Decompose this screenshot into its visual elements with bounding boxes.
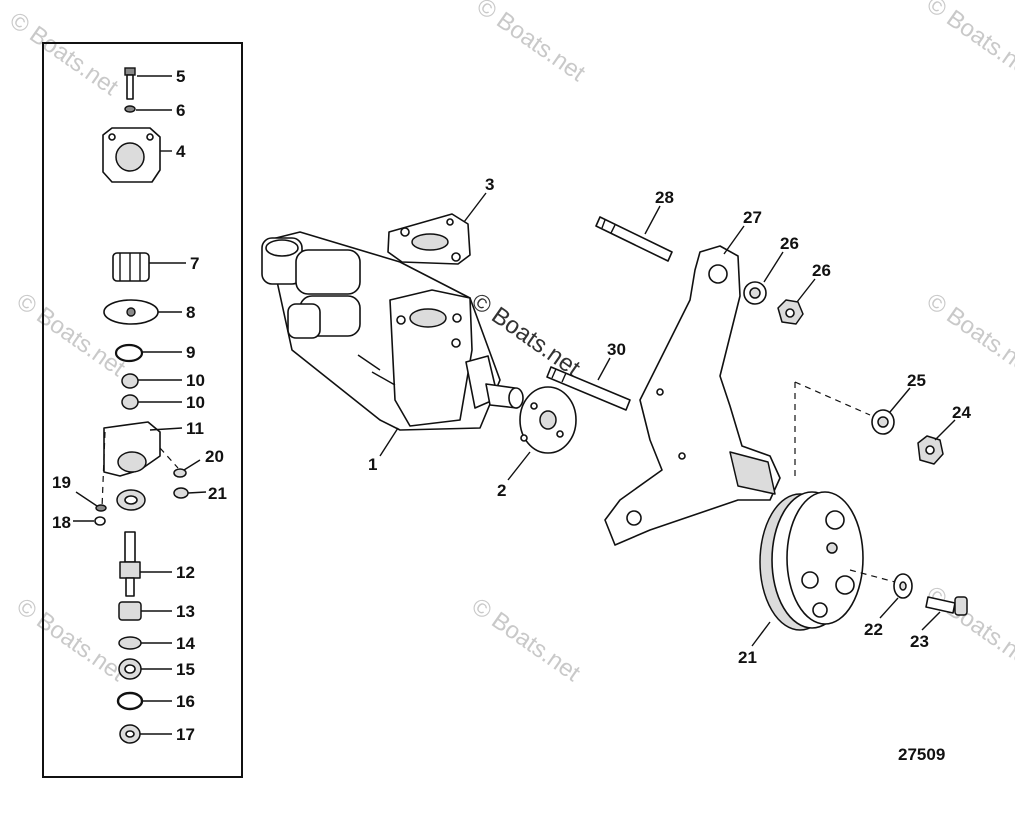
callout-4: 4 — [176, 142, 186, 161]
callout-13: 13 — [176, 602, 195, 621]
callout-14: 14 — [176, 634, 195, 653]
callout-30: 30 — [607, 340, 626, 359]
alignment-lines — [101, 381, 896, 583]
part-4-pump-cover — [102, 127, 161, 183]
part-23-washer — [893, 573, 913, 599]
part-25-nut — [917, 435, 944, 465]
callout-26a: 26 — [780, 234, 799, 253]
part-24-bolt — [925, 596, 968, 616]
exploded-view-frame — [42, 42, 243, 778]
callout-3: 3 — [485, 175, 494, 194]
callout-10b: 10 — [186, 393, 205, 412]
part-bearing — [116, 489, 146, 511]
part-16-retaining-ring — [116, 691, 144, 711]
callout-23: 22 — [864, 620, 883, 639]
callout-9: 9 — [186, 343, 195, 362]
part-6-washer — [124, 105, 136, 113]
part-21-nut — [173, 487, 189, 499]
part-8-wear-plate — [103, 299, 159, 325]
callout-28: 27 — [743, 208, 762, 227]
part-12-shaft — [119, 531, 141, 597]
part-11-pump-housing — [103, 421, 161, 477]
watermark: © Boats.net — [922, 581, 1015, 675]
part-19-washer — [95, 504, 107, 512]
part-14-washer — [118, 636, 142, 650]
part-5-screw — [124, 67, 136, 100]
callout-20: 20 — [205, 447, 224, 466]
part-1-seawater-pump — [261, 231, 524, 431]
callout-6: 6 — [176, 101, 185, 120]
part-29-stud — [595, 216, 673, 262]
callout-25: 24 — [952, 403, 971, 422]
watermark: © Boats.net — [472, 0, 591, 87]
part-26-washer-lower — [871, 409, 895, 435]
part-26-washer-upper — [743, 281, 767, 305]
part-2-coupler — [519, 386, 577, 454]
watermark: © Boats.net — [12, 288, 131, 382]
watermark: © Boats.net — [922, 288, 1015, 382]
callout-11: 11 — [186, 419, 204, 438]
diagram-number: 27509 — [898, 745, 945, 764]
part-7-impeller — [112, 252, 150, 282]
callout-27: 26 — [812, 261, 831, 280]
callout-8: 8 — [186, 303, 195, 322]
part-10-seal-b — [121, 394, 139, 410]
part-27-nut — [777, 299, 804, 325]
callout-7: 7 — [190, 254, 199, 273]
part-3-gasket — [387, 213, 471, 265]
watermark: © Boats.net — [467, 593, 586, 687]
part-9-o-ring — [114, 343, 144, 363]
part-22-pulley — [759, 491, 864, 631]
callout-10a: 10 — [186, 371, 205, 390]
part-13-bearing — [118, 601, 142, 621]
callout-19: 19 — [52, 473, 71, 492]
callout-17: 17 — [176, 725, 195, 744]
callout-12: 12 — [176, 563, 195, 582]
watermark: © Boats.net — [5, 7, 124, 101]
callout-labels: 5 6 4 7 8 9 10 10 11 20 21 19 18 12 13 1… — [52, 67, 971, 744]
leader-lines — [73, 75, 956, 735]
callout-24: 23 — [910, 632, 929, 651]
callout-18: 18 — [52, 513, 71, 532]
callout-2: 2 — [497, 481, 506, 500]
callout-26b: 25 — [907, 371, 926, 390]
part-20-nut — [173, 468, 187, 478]
callout-29: 28 — [655, 188, 674, 207]
watermark-layer: © Boats.net © Boats.net © Boats.net © Bo… — [5, 0, 1015, 687]
part-15-bearing — [118, 658, 142, 680]
callout-15: 15 — [176, 660, 195, 679]
part-18-screw — [94, 516, 106, 526]
callout-22: 21 — [738, 648, 757, 667]
part-28-bracket — [604, 245, 781, 546]
callout-5: 5 — [176, 67, 185, 86]
callout-1: 1 — [368, 455, 377, 474]
part-17-nut — [119, 724, 141, 744]
watermark: © Boats.net — [922, 0, 1015, 85]
part-10-seal-a — [121, 373, 139, 389]
callout-16: 16 — [176, 692, 195, 711]
callout-21: 21 — [208, 484, 227, 503]
part-30-stud — [546, 366, 631, 411]
watermark: © Boats.net — [12, 593, 131, 687]
